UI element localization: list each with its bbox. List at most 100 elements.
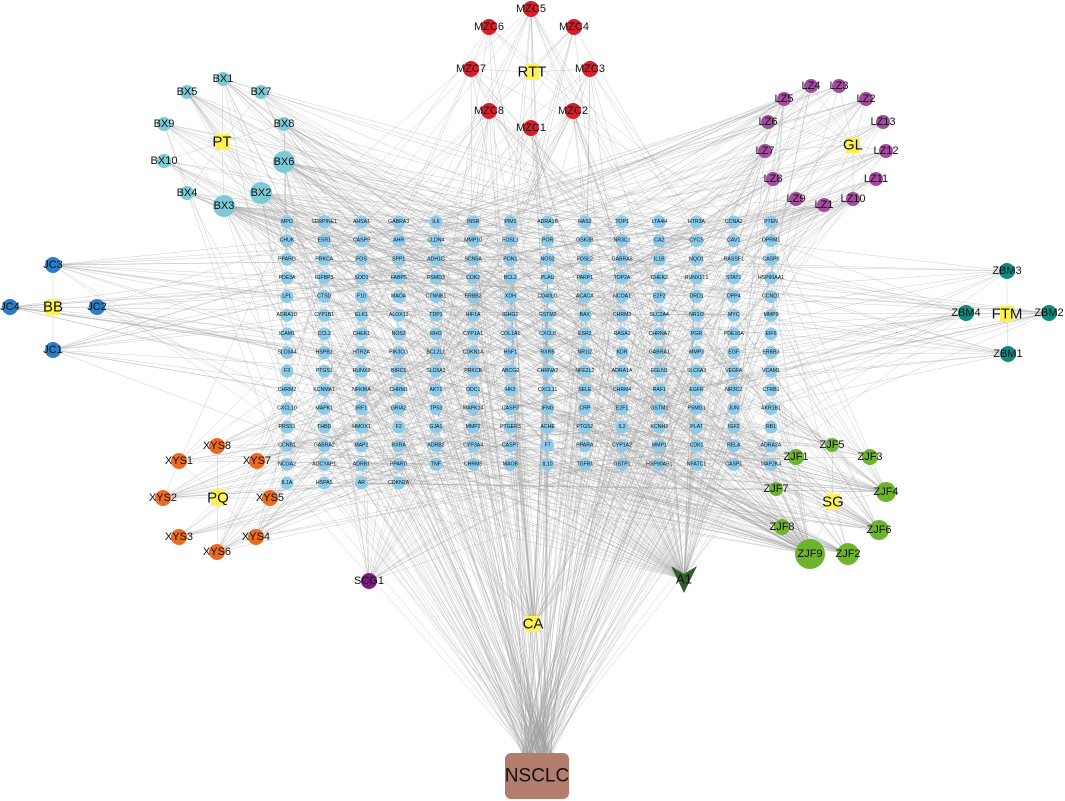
- target-label: PIM1: [504, 219, 516, 225]
- target-node: [466, 308, 480, 322]
- compound-node: [262, 490, 278, 506]
- target-label: IGFBP3: [315, 275, 334, 281]
- target-label: E2F2: [653, 294, 666, 300]
- target-label: AHR: [393, 238, 404, 244]
- target-label: CCL2: [318, 331, 331, 337]
- edge: [324, 26, 490, 260]
- edge: [621, 389, 685, 580]
- target-node: [280, 271, 294, 285]
- target-label: PDE3A: [278, 275, 296, 281]
- edge: [733, 270, 1008, 465]
- target-label: PPARG: [278, 256, 296, 262]
- edge: [659, 98, 867, 372]
- edge: [510, 8, 532, 223]
- target-label: CHRM3: [613, 312, 632, 318]
- target-label: HTR2A: [353, 349, 371, 355]
- target-node: [727, 271, 741, 285]
- compound-node: [157, 117, 171, 131]
- target-node: [764, 215, 778, 229]
- edge: [324, 240, 1050, 314]
- compound-node: [209, 544, 225, 560]
- target-label: MAPK14: [463, 405, 484, 411]
- edge: [398, 259, 685, 580]
- target-label: LPL: [282, 294, 291, 300]
- target-node: [541, 364, 555, 378]
- edge: [622, 426, 887, 493]
- target-node: [280, 308, 294, 322]
- target-label: IGF2: [728, 424, 740, 430]
- compound-label: MZC8: [474, 105, 504, 117]
- edge: [547, 98, 785, 260]
- compound-node: [566, 19, 582, 35]
- target-label: ADRA1D: [276, 312, 297, 318]
- target-node: [690, 401, 704, 415]
- edge: [324, 389, 811, 555]
- target-node: [615, 327, 629, 341]
- edge: [324, 221, 811, 555]
- compound-label: BX6: [274, 156, 295, 168]
- compound-label: ZJF7: [763, 483, 788, 495]
- target-label: SLC6A4: [277, 349, 296, 355]
- edge: [269, 240, 325, 499]
- edge: [361, 277, 685, 580]
- target-label: CHRM4: [613, 387, 632, 393]
- edge: [223, 205, 362, 297]
- edge: [733, 389, 811, 555]
- edge: [398, 221, 880, 531]
- compound-label: ZJF1: [783, 451, 808, 463]
- herb-node: [211, 490, 225, 506]
- target-node: [578, 345, 592, 359]
- target-node: [690, 345, 704, 359]
- edge: [770, 408, 849, 555]
- compound-node: [817, 198, 831, 212]
- edge: [368, 426, 660, 582]
- target-node: [392, 271, 406, 285]
- compound-node: [837, 543, 859, 565]
- target-label: FOSL2: [577, 256, 594, 262]
- target-node: [429, 345, 443, 359]
- target-node: [317, 234, 331, 248]
- edge: [162, 445, 474, 499]
- edge: [186, 91, 288, 279]
- target-node: [652, 420, 666, 434]
- compound-label: BX3: [214, 200, 235, 212]
- target-label: AKT1: [429, 387, 442, 393]
- herb-node: [826, 494, 840, 510]
- compound-node: [869, 520, 889, 540]
- edge: [547, 85, 840, 260]
- target-node: [503, 457, 517, 471]
- target-label: ACACA: [576, 294, 594, 300]
- edge: [547, 464, 685, 580]
- target-label: CHRM1: [389, 387, 408, 393]
- target-node: [392, 345, 406, 359]
- edge: [324, 370, 685, 580]
- target-label: NR1I3: [689, 312, 704, 318]
- edge: [584, 121, 884, 260]
- target-label: TOP2A: [614, 275, 631, 281]
- target-node: [690, 308, 704, 322]
- edge: [52, 264, 325, 353]
- edge: [530, 8, 697, 334]
- target-node: [764, 420, 778, 434]
- edge: [435, 240, 534, 625]
- edge: [283, 161, 585, 241]
- target-label: NR1I2: [577, 349, 592, 355]
- compound-label: JC2: [87, 301, 107, 313]
- edge: [683, 426, 772, 580]
- target-node: [503, 271, 517, 285]
- edge: [324, 464, 811, 555]
- edge: [324, 259, 685, 580]
- target-label: MMP9: [763, 312, 778, 318]
- edge: [683, 221, 734, 580]
- compound-label: LZ5: [775, 93, 794, 105]
- target-node: [503, 234, 517, 248]
- compound-label: A1: [676, 572, 692, 587]
- target-label: GSTP1: [614, 461, 631, 467]
- target-label: RELA: [727, 443, 741, 449]
- edge: [324, 277, 1050, 314]
- target-node: [317, 327, 331, 341]
- edge: [621, 408, 685, 580]
- target-label: PON1: [503, 256, 517, 262]
- edge: [831, 444, 834, 503]
